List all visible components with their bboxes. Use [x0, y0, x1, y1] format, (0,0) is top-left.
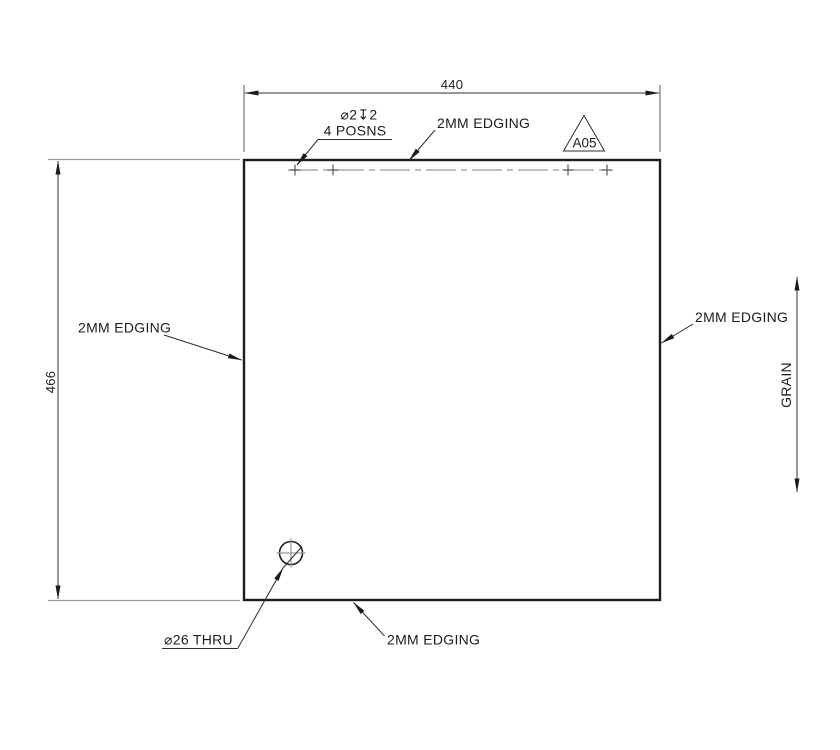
hole-position-mark-1 — [289, 164, 301, 176]
edging-top-label: 2MM EDGING — [437, 115, 530, 131]
hole-pattern-leader — [296, 139, 319, 166]
edging-right-label: 2MM EDGING — [695, 309, 788, 325]
flag-triangle — [562, 114, 606, 152]
hole-crosshair — [276, 538, 306, 568]
hole-position-mark-3 — [562, 164, 574, 176]
edging-left-label: 2MM EDGING — [78, 320, 171, 336]
edging-bottom-label: 2MM EDGING — [387, 632, 480, 648]
hole-pattern-spec-label: ⌀2↧2 — [341, 107, 378, 123]
edging-right-leader — [661, 323, 694, 344]
edging-bottom-leader — [353, 602, 385, 637]
edging-left-leader — [163, 334, 242, 361]
width-dimension-label: 440 — [441, 77, 464, 92]
hole-callout-leader-extension — [282, 546, 303, 569]
height-dimension-label: 466 — [43, 371, 58, 394]
hole-pattern-count-label: 4 POSNS — [324, 123, 387, 139]
hole-callout-leader — [237, 567, 284, 649]
hole-position-mark-4 — [601, 164, 613, 176]
hole-callout-label: ⌀26 THRU — [164, 632, 233, 648]
hole-position-mark-2 — [327, 164, 339, 176]
edging-top-leader — [408, 129, 436, 161]
grain-label: GRAIN — [778, 362, 794, 408]
flag-label: A05 — [572, 136, 596, 151]
panel-outline — [242, 158, 662, 602]
